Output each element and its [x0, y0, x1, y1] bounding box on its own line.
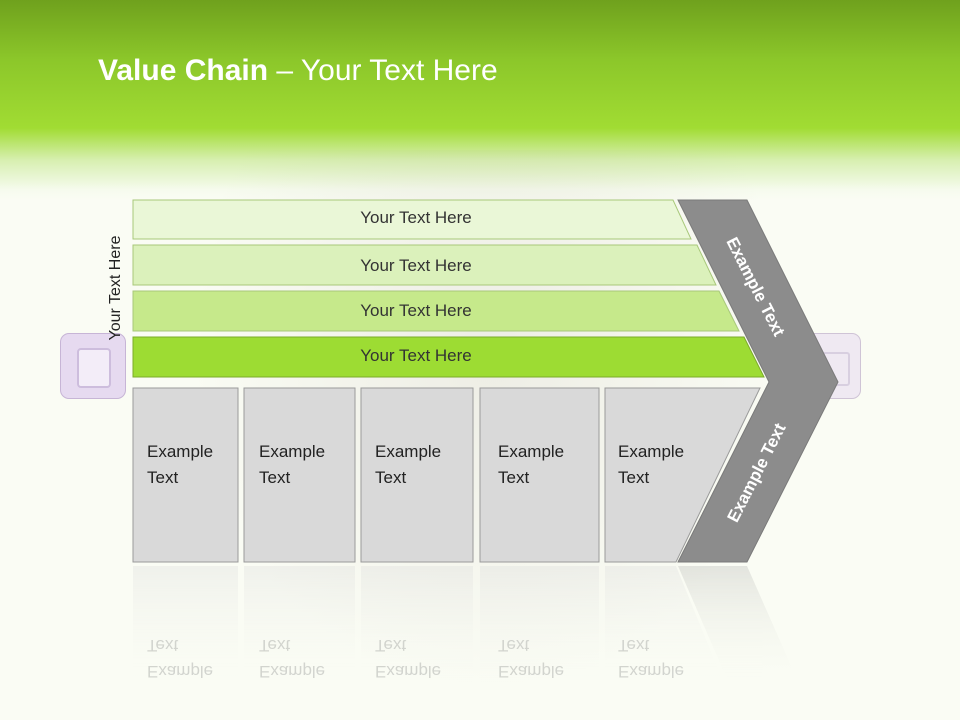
- side-label: Your Text Here: [107, 235, 124, 341]
- chevron-shape: [677, 199, 839, 563]
- left-placeholder-icon: [60, 333, 126, 399]
- bar-2-label: Your Text Here: [360, 256, 472, 275]
- box-5-shape: [604, 387, 761, 563]
- bar-2-shape: [132, 244, 717, 286]
- title-rest: – Your Text Here: [268, 54, 498, 87]
- bar-4-shape: [132, 336, 765, 378]
- header-band: [0, 0, 960, 200]
- bar-1-shape: [132, 199, 692, 240]
- page-title: Value Chain – Your Text Here: [98, 54, 498, 88]
- box-4-shape: [479, 387, 600, 563]
- box-1-shape: [132, 387, 239, 563]
- reflection: [133, 566, 800, 686]
- bar-3-shape: [132, 290, 740, 332]
- bar-4-label: Your Text Here: [360, 346, 472, 365]
- box-2-shape: [243, 387, 356, 563]
- bar-1-label: Your Text Here: [360, 208, 472, 227]
- bar-3-label: Your Text Here: [360, 301, 472, 320]
- box-3-shape: [360, 387, 474, 563]
- title-bold: Value Chain: [98, 54, 269, 87]
